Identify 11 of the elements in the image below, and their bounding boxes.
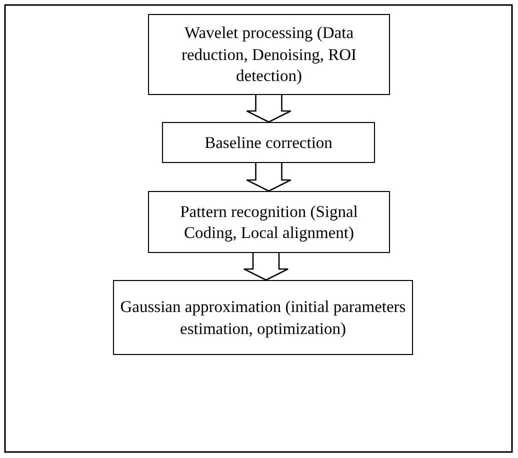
process-box (113, 280, 413, 355)
step-label: Wavelet processing (Data reduction, Denoising, ROI detection) (180, 22, 358, 87)
process-box (148, 14, 390, 95)
process-box (148, 191, 390, 253)
step-label: Baseline correction (204, 132, 332, 154)
step-label: Gaussian approximation (initial parameters estimation, optimization) (120, 296, 406, 339)
block-arrow (243, 252, 289, 281)
step-label: Pattern recognition (Signal Coding, Local alignment) (179, 200, 359, 244)
process-box (162, 122, 375, 163)
block-arrow (246, 162, 292, 192)
block-arrow (246, 94, 292, 123)
